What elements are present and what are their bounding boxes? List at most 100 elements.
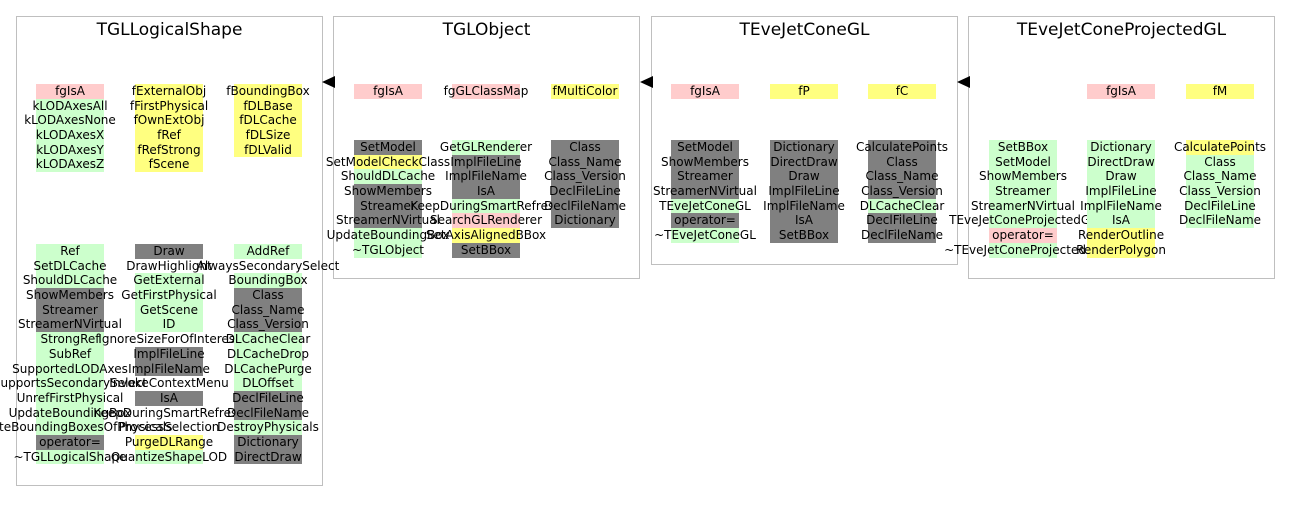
member-item: fP xyxy=(770,84,838,99)
member-item: fM xyxy=(1186,84,1254,99)
member-item: StreamerNVirtual xyxy=(653,184,757,199)
member-item: ShowMembers xyxy=(661,154,749,170)
member-item: Class xyxy=(234,288,302,303)
member-item: SetModel xyxy=(354,140,422,155)
member-item: ShowMembers xyxy=(979,169,1067,185)
member-item: kLODAxesX xyxy=(35,128,105,143)
member-item: RenderOutline xyxy=(1077,228,1165,243)
member-item: KeepDuringSmartRefresh xyxy=(93,405,245,420)
member-item: DeclFileName xyxy=(543,198,627,214)
member-item: Draw xyxy=(1087,169,1155,185)
member-column: fM xyxy=(1185,84,1255,99)
member-item: fDLSize xyxy=(234,128,302,143)
member-item: UnrefFirstPhysical xyxy=(16,390,124,406)
member-item: fgIsA xyxy=(36,84,104,99)
member-item: Class_Version xyxy=(861,184,943,199)
member-item: SearchGLRenderer xyxy=(430,213,542,229)
member-item: BoundingBox xyxy=(228,273,308,289)
inheritance-arrow xyxy=(640,76,653,88)
member-item: DLCacheDrop xyxy=(226,346,310,362)
member-item: DLOffset xyxy=(234,376,302,391)
member-item: QuantizeShapeLOD xyxy=(110,449,228,465)
member-item: Draw xyxy=(770,169,838,185)
member-item: SetAxisAlignedBBox xyxy=(425,228,547,243)
member-item: ShouldDLCache xyxy=(340,169,436,185)
member-item: kLODAxesY xyxy=(36,142,104,158)
class-title: TGLObject xyxy=(442,20,531,40)
member-item: kLODAxesNone xyxy=(24,113,116,129)
member-item: PurgeDLRange xyxy=(124,434,214,450)
member-item: DeclFileLine xyxy=(549,184,621,199)
member-item: fgIsA xyxy=(354,84,422,99)
member-item: Class xyxy=(551,140,619,155)
member-item: fC xyxy=(868,84,936,99)
member-item: ImplFileName xyxy=(128,361,210,377)
member-column: fgGLClassMap xyxy=(443,84,529,99)
member-item: ImplFileLine xyxy=(768,184,840,199)
member-item: fDLBase xyxy=(234,98,302,114)
member-item: Ref xyxy=(36,244,104,259)
member-item: SetBBox xyxy=(989,140,1057,155)
member-item: SetBBox xyxy=(770,228,838,243)
member-item: fRef xyxy=(135,128,203,143)
member-item: SetModel xyxy=(671,140,739,155)
member-item: DLCachePurge xyxy=(224,361,312,377)
member-item: GetGLRenderer xyxy=(439,140,533,155)
member-item: ImplFileLine xyxy=(450,154,522,170)
member-item: operator= xyxy=(671,213,739,229)
member-item: DirectDraw xyxy=(234,449,302,465)
member-item: DeclFileName xyxy=(1178,213,1262,229)
member-item: DLCacheClear xyxy=(225,332,311,347)
member-item: SetModel xyxy=(989,154,1057,170)
member-item: StreamerNVirtual xyxy=(336,213,440,229)
member-item: Dictionary xyxy=(1087,140,1155,155)
member-item: CalculatePoints xyxy=(855,140,949,155)
member-item: ImplFileLine xyxy=(133,346,205,362)
member-item: ~TEveJetConeGL xyxy=(654,228,756,243)
member-item: ImplFileName xyxy=(445,169,527,185)
member-item: IsA xyxy=(1087,213,1155,229)
member-item: SetBBox xyxy=(452,242,520,258)
member-item: fExternalObj xyxy=(131,84,207,99)
member-column: fMultiColor xyxy=(550,84,620,99)
inheritance-arrow xyxy=(322,76,335,88)
class-title: TEveJetConeProjectedGL xyxy=(1016,20,1227,40)
member-item: ProcessSelection xyxy=(118,420,220,435)
member-item: Class xyxy=(868,154,936,170)
member-item: Class_Name xyxy=(548,154,622,170)
member-item: UpdateBoundingBox xyxy=(8,405,132,421)
member-item: fScene xyxy=(135,157,203,173)
class-title: TGLLogicalShape xyxy=(96,20,243,40)
member-item: Class_Version xyxy=(1179,184,1261,199)
member-item: fgGLClassMap xyxy=(443,84,529,99)
member-item: SetModelCheckClass xyxy=(325,154,451,170)
member-item: ShowMembers xyxy=(26,288,114,303)
member-item: fBoundingBox xyxy=(226,84,310,99)
member-item: ImplFileName xyxy=(763,198,845,214)
member-item: DeclFileLine xyxy=(866,213,938,229)
member-item: DeclFileName xyxy=(226,405,310,421)
member-item: StrongRef xyxy=(36,332,104,347)
inheritance-arrow xyxy=(957,76,970,88)
member-item: DrawHighlight xyxy=(126,258,212,273)
member-item: Class_Version xyxy=(544,169,626,185)
member-item: ~TGLLogicalShape xyxy=(13,449,127,465)
member-item: GetScene xyxy=(135,302,203,318)
member-item: Dictionary xyxy=(234,434,302,450)
member-item: TEveJetConeProjectedGL xyxy=(949,213,1097,229)
member-item: Streamer xyxy=(354,198,422,214)
member-item: fFirstPhysical xyxy=(129,98,209,114)
member-item: Class xyxy=(1186,154,1254,170)
